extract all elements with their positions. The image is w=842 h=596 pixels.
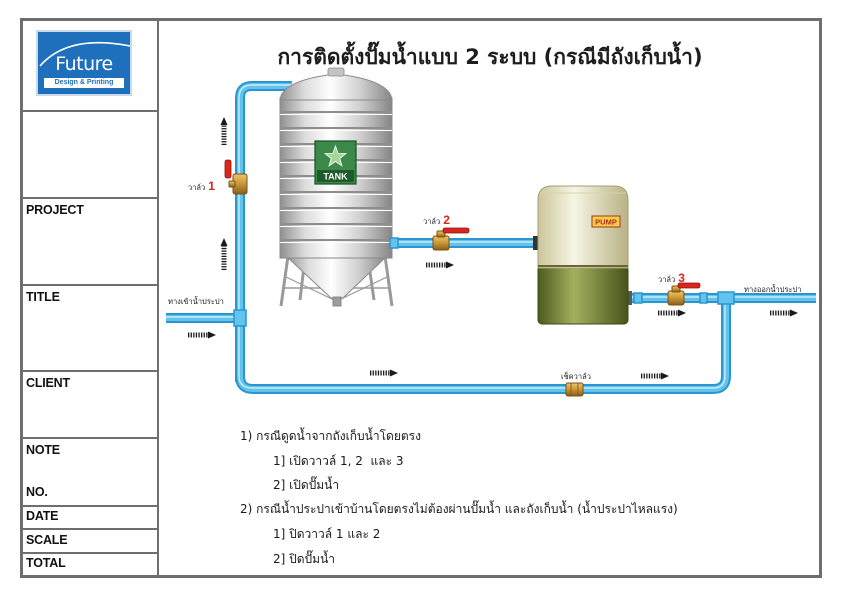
logo-tagline: Design & Printing (44, 78, 124, 88)
client-label: CLIENT (26, 376, 70, 390)
valve-2-number: 2 (443, 213, 450, 227)
pump-base (537, 261, 629, 325)
title-block-rule (20, 284, 159, 286)
company-logo: Future Design & Printing (38, 32, 130, 94)
note-1-heading: 1) กรณีดูดน้ำจากถังเก็บน้ำโดยตรง (240, 429, 421, 443)
note-2-heading: 2) กรณีน้ำประปาเข้าบ้านโดยตรงไม่ต้องผ่าน… (240, 502, 678, 516)
drawing-title: การติดตั้งปั๊มน้ำแบบ 2 ระบบ (กรณีมีถังเก… (277, 45, 703, 69)
note-1-step-1: 1] เปิดวาวล์ 1, 2 และ 3 (273, 454, 404, 468)
title-block-rule (20, 370, 159, 372)
valve-3 (667, 282, 701, 306)
number-label: NO. (26, 485, 48, 499)
pump-cover (537, 185, 629, 269)
tank-brand-badge: TANK (314, 140, 357, 185)
project-label: PROJECT (26, 203, 84, 217)
tank-to-pump-pipe (388, 238, 538, 248)
pump-outlet-socket (633, 292, 643, 304)
pump-label: PUMP (595, 218, 617, 227)
title-block-rule (20, 110, 159, 112)
inlet-tee (233, 309, 247, 327)
valve-2-label-text: วาล์ว (423, 217, 440, 226)
flow-arrow-up-icon (220, 117, 228, 145)
logo-arc-icon (39, 41, 130, 67)
title-block-rule (20, 505, 159, 507)
title-block-rule (20, 437, 159, 439)
date-label: DATE (26, 509, 59, 523)
check-valve-body (565, 382, 584, 397)
tank-dome (279, 73, 393, 101)
valve-3-handle (677, 282, 701, 289)
outlet-tee (717, 291, 735, 305)
title-block-rule (20, 552, 159, 554)
flow-arrow-right-icon (370, 369, 398, 377)
title-block-rule (20, 528, 159, 530)
valve-3-number: 3 (678, 271, 685, 285)
valve-3-label-text: วาล์ว (658, 275, 675, 284)
valve-3-body (667, 290, 685, 306)
valve-1-number: 1 (208, 179, 215, 193)
bypass-pipe (235, 298, 731, 394)
check-valve-label: เช็ควาล์ว (561, 371, 591, 381)
tank-ribs (280, 111, 392, 243)
check-valve (565, 382, 584, 397)
flow-arrow-right-icon (188, 331, 216, 339)
title-label: TITLE (26, 290, 60, 304)
title-block-rule (20, 197, 159, 199)
tank-drain (332, 296, 342, 307)
inlet-pipe (166, 313, 240, 323)
flow-arrow-right-icon (641, 372, 669, 380)
water-tank: TANK (279, 67, 394, 307)
note-1-step-2: 2] เปิดปั๊มน้ำ (273, 478, 340, 492)
valve-2-body (432, 235, 450, 251)
scale-label: SCALE (26, 533, 68, 547)
water-pump: PUMP (533, 185, 632, 325)
valve-2 (432, 227, 470, 251)
flow-arrow-right-icon (426, 261, 454, 269)
logo-brand-name: Future (55, 53, 113, 75)
tank-lid (327, 67, 345, 77)
tank-label: TANK (323, 172, 348, 182)
valve-2-handle (442, 227, 470, 234)
valve-1 (224, 159, 248, 195)
tank-supply-riser (235, 81, 292, 382)
flow-arrow-right-icon (770, 309, 798, 317)
sheet-border (20, 18, 822, 578)
note-2-step-1: 1] ปิดวาวล์ 1 และ 2 (273, 527, 381, 541)
pump-badge: PUMP (591, 215, 621, 228)
note-2-step-2: 2] ปิดปั๊มน้ำ (273, 552, 336, 566)
valve-1-handle (224, 159, 232, 179)
outlet-coupling (699, 292, 708, 304)
valve-1-label-text: วาล์ว (188, 183, 205, 192)
pump-inlet-port (533, 236, 540, 250)
total-label: TOTAL (26, 556, 66, 570)
outlet-label: ทางออกน้ำประปา (744, 284, 802, 294)
star-icon (323, 144, 348, 167)
flow-arrow-up-icon (220, 238, 228, 270)
pipe-fittings (233, 237, 735, 327)
flow-arrow-right-icon (658, 309, 686, 317)
tank-outlet-socket (389, 237, 399, 249)
pipe-network (166, 81, 816, 394)
title-block-divider (157, 18, 159, 578)
inlet-label: ทางเข้าน้ำประปา (168, 296, 224, 306)
note-label: NOTE (26, 443, 60, 457)
